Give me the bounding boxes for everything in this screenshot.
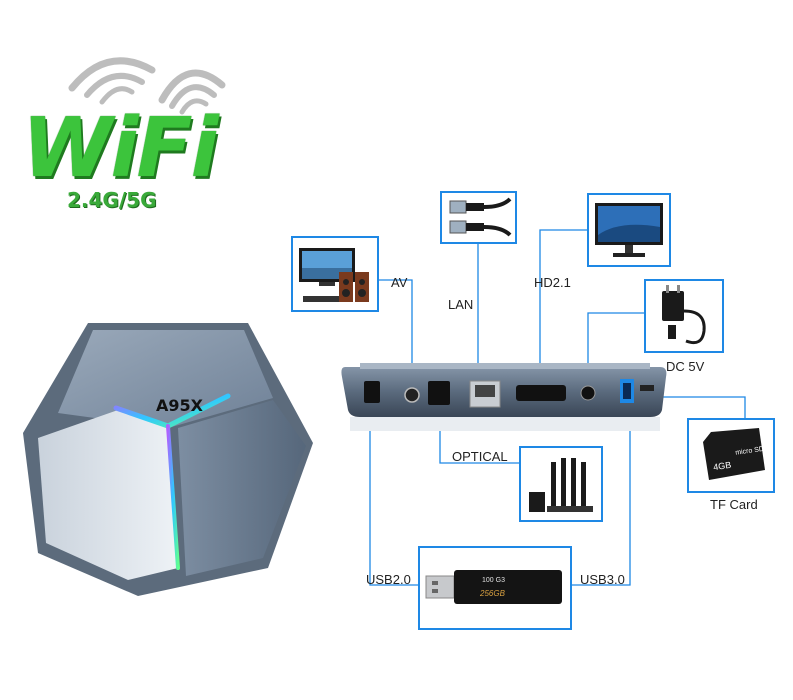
device-back-panel (341, 363, 667, 431)
dc-label: DC 5V (666, 359, 705, 374)
tf-card-box: 4GB micro SD (687, 418, 775, 493)
tf-card-label: TF Card (710, 497, 758, 512)
wifi-signal-icon (68, 57, 226, 115)
hdmi-label: HD2.1 (534, 275, 571, 290)
lan-cable-box (440, 191, 517, 244)
tv-box-device (23, 323, 313, 596)
usb3-label: USB3.0 (580, 572, 625, 587)
av-label: AV (391, 275, 408, 290)
hdmi-monitor-box (587, 193, 671, 267)
wifi-logo-text: WiFi (22, 101, 219, 196)
tf-card-type: micro SD (735, 446, 764, 457)
optical-label: OPTICAL (452, 449, 508, 464)
lan-label: LAN (448, 297, 474, 312)
usb-drive-text-capacity: 256GB (479, 589, 506, 598)
usb2-label: USB2.0 (366, 572, 411, 587)
usb-drive-text-top: 100 G3 (482, 577, 505, 584)
wifi-band-label: 2.4G/5G (67, 188, 157, 212)
usb-drive-box: 100 G3 256GB (418, 546, 572, 630)
dc-adapter-box (644, 279, 724, 353)
optical-soundbar-box (519, 446, 603, 522)
device-model-label: A95X (156, 396, 203, 415)
av-speaker-tv-box (291, 236, 379, 312)
tf-card-size: 4GB (713, 460, 732, 472)
